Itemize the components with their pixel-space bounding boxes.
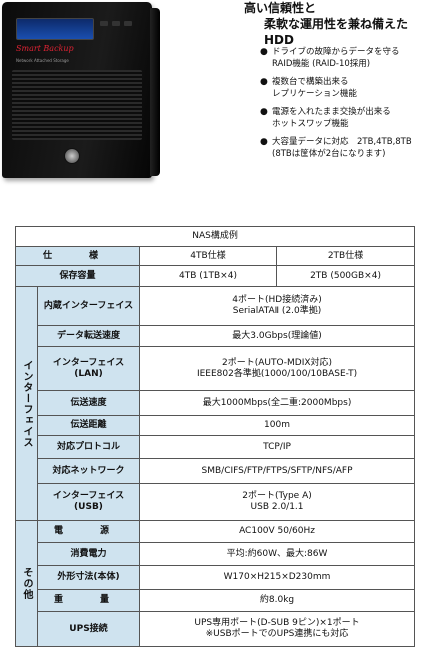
row-value: W170×H215×D230mm xyxy=(138,565,416,590)
table-row: 伝送距離 100m xyxy=(16,415,416,436)
row-label: 外形寸法(本体) xyxy=(37,565,140,590)
row-label: 伝送速度 xyxy=(37,390,140,416)
col-header-2tb: 2TB仕様 xyxy=(275,246,416,266)
nas-product-image: Smart Backup Network Attached Storage xyxy=(2,2,160,178)
row-value-line: 2ポート(Type A) xyxy=(242,491,312,501)
feature-line: ドライブの故障からデータを守る xyxy=(272,47,400,57)
table-row: その他 電 源 AC100V 50/60Hz xyxy=(15,520,416,647)
row-value-line: SerialATAⅡ (2.0準拠) xyxy=(232,306,322,316)
feature-line: (8TBは筐体が2台になります) xyxy=(272,149,386,159)
feature-line: 電源を入れたまま交換が出来る xyxy=(272,107,391,117)
table-row: インターフェイス (LAN) 2ポート(AUTO-MDIX対応) IEEE802… xyxy=(16,346,416,391)
nas-brand-sublabel: Network Attached Storage xyxy=(16,58,69,63)
col-header-4tb: 4TB仕様 xyxy=(139,246,277,266)
table-row: 対応プロトコル TCP/IP xyxy=(16,435,416,459)
page-title: 高い信頼性と 柔軟な運用性を兼ね備えたHDD xyxy=(244,0,424,48)
row-value: 平均:約60W、最大:86W xyxy=(138,542,416,566)
row-label: 対応プロトコル xyxy=(37,435,140,459)
nas-status-led xyxy=(100,21,108,26)
group-label-other: その他 xyxy=(15,520,38,647)
feature-item: ● 複数台で構築出来る レプリケーション機能 xyxy=(260,76,426,100)
bullet-icon: ● xyxy=(260,77,268,87)
row-value-line: USB 2.0/1.1 xyxy=(250,502,304,512)
row-label: 電 源 xyxy=(37,520,140,543)
row-label: インターフェイス (LAN) xyxy=(37,346,140,391)
row-label-line: (LAN) xyxy=(74,368,103,379)
row-value: 100m xyxy=(138,415,416,436)
bullet-icon: ● xyxy=(260,107,268,117)
table-row: 仕 様 4TB仕様 2TB仕様 xyxy=(15,246,416,266)
row-value: AC100V 50/60Hz xyxy=(138,520,416,543)
row-value: TCP/IP xyxy=(138,435,416,459)
bullet-icon: ● xyxy=(260,47,268,57)
table-row: UPS接続 UPS専用ポート(D-SUB 9ピン)×1ポート ※USBポートでの… xyxy=(16,611,416,647)
group-label-interface: インターフェイス xyxy=(15,286,38,521)
table-row: インターフェイス 内蔵インターフェイス 4ポート(HD接続済み) SerialA… xyxy=(15,286,416,521)
table-row: 消費電力 平均:約60W、最大:86W xyxy=(16,542,416,566)
title-line-2: 柔軟な運用性を兼ね備えたHDD xyxy=(264,17,409,47)
row-value: UPS専用ポート(D-SUB 9ピン)×1ポート ※USBポートでのUPS連携に… xyxy=(138,611,416,647)
feature-item: ● 電源を入れたまま交換が出来る ホットスワップ機能 xyxy=(260,106,426,130)
row-value-line: 2ポート(AUTO-MDIX対応) xyxy=(221,357,333,368)
feature-line: 大容量データに対応 2TB,4TB,8TB xyxy=(272,137,412,147)
nas-front-grill xyxy=(12,70,142,140)
row-label-line: インターフェイス xyxy=(52,357,125,368)
row-value: 4ポート(HD接続済み) SerialATAⅡ (2.0準拠) xyxy=(138,286,416,326)
feature-line: RAID機能 (RAID-10採用) xyxy=(272,59,371,69)
row-value-line: 4ポート(HD接続済み) xyxy=(232,295,322,305)
title-line-1: 高い信頼性と xyxy=(244,1,317,15)
table-row: データ転送速度 最大3.0Gbps(理論値) xyxy=(16,325,416,347)
row-value-line: UPS専用ポート(D-SUB 9ピン)×1ポート xyxy=(194,618,360,628)
feature-list: ● ドライブの故障からデータを守る RAID機能 (RAID-10採用) ● 複… xyxy=(260,46,426,166)
feature-item: ● 大容量データに対応 2TB,4TB,8TB (8TBは筐体が2台になります) xyxy=(260,136,426,160)
row-label-line: インターフェイス xyxy=(52,491,125,501)
capacity-4tb: 4TB (1TB×4) xyxy=(139,265,277,287)
spec-table: NAS構成例 仕 様 4TB仕様 2TB仕様 保存容量 4TB (1TB×4) … xyxy=(14,226,416,647)
row-value-line: IEEE802各準拠(1000/100/10BASE-T) xyxy=(196,368,358,379)
table-row: 重 量 約8.0kg xyxy=(16,589,416,612)
capacity-2tb: 2TB (500GB×4) xyxy=(275,265,416,287)
table-row: 外形寸法(本体) W170×H215×D230mm xyxy=(16,565,416,590)
row-label: 対応ネットワーク xyxy=(37,458,140,484)
row-label: 伝送距離 xyxy=(37,415,140,436)
table-row: 保存容量 4TB (1TB×4) 2TB (500GB×4) xyxy=(15,265,416,287)
table-row: 伝送速度 最大1000Mbps(全二重:2000Mbps) xyxy=(16,390,416,416)
row-value-line: ※USBポートでのUPS連携にも対応 xyxy=(205,629,349,639)
feature-item: ● ドライブの故障からデータを守る RAID機能 (RAID-10採用) xyxy=(260,46,426,70)
row-label: UPS接続 xyxy=(37,611,140,647)
table-row: 対応ネットワーク SMB/CIFS/FTP/FTPS/SFTP/NFS/AFP xyxy=(16,458,416,484)
row-value: 最大1000Mbps(全二重:2000Mbps) xyxy=(138,390,416,416)
row-value: 最大3.0Gbps(理論値) xyxy=(138,325,416,347)
capacity-label: 保存容量 xyxy=(15,265,140,287)
row-label: 内蔵インターフェイス xyxy=(37,286,140,326)
row-label: データ転送速度 xyxy=(37,325,140,347)
nas-status-led xyxy=(112,21,120,26)
row-value: 約8.0kg xyxy=(138,589,416,612)
feature-line: レプリケーション機能 xyxy=(272,89,357,99)
key-lock-icon xyxy=(64,148,80,164)
feature-line: ホットスワップ機能 xyxy=(272,119,349,129)
row-value: 2ポート(AUTO-MDIX対応) IEEE802各準拠(1000/100/10… xyxy=(138,346,416,391)
row-value: SMB/CIFS/FTP/FTPS/SFTP/NFS/AFP xyxy=(138,458,416,484)
row-label: インターフェイス (USB) xyxy=(37,483,140,521)
nas-status-led xyxy=(124,21,132,26)
nas-brand-label: Smart Backup xyxy=(16,44,74,53)
feature-line: 複数台で構築出来る xyxy=(272,77,349,87)
table-row: インターフェイス (USB) 2ポート(Type A) USB 2.0/1.1 xyxy=(16,483,416,521)
table-row: NAS構成例 xyxy=(14,226,416,247)
row-label: 消費電力 xyxy=(37,542,140,566)
row-label: 重 量 xyxy=(37,589,140,612)
nas-side-panel xyxy=(150,8,160,176)
row-value: 2ポート(Type A) USB 2.0/1.1 xyxy=(138,483,416,521)
nas-lcd-display xyxy=(16,18,94,40)
spec-header-label: 仕 様 xyxy=(15,246,140,266)
table-caption: NAS構成例 xyxy=(14,226,416,247)
row-label-line: (USB) xyxy=(74,502,103,512)
bullet-icon: ● xyxy=(260,137,268,147)
